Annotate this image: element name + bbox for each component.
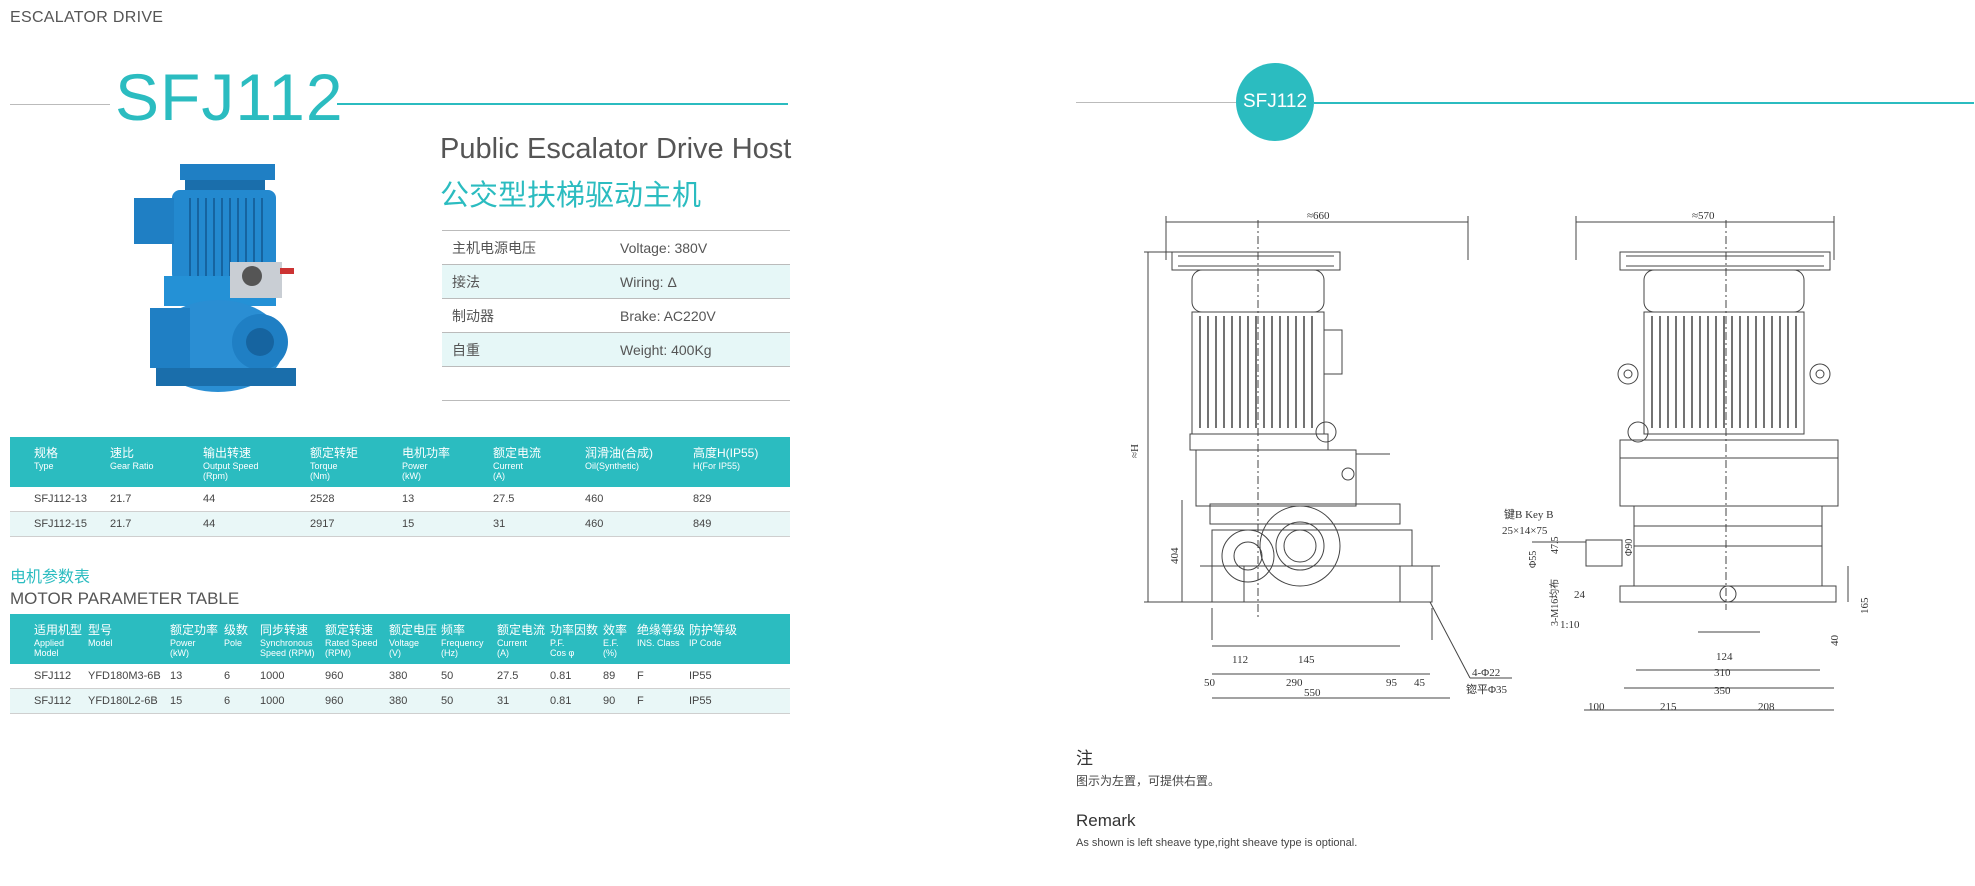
spec-label: 制动器	[452, 307, 494, 324]
dim-side-key-cn: 键B Key B	[1504, 507, 1554, 521]
subtitle-cn: 公交型扶梯驱动主机	[440, 180, 702, 212]
motor-title-cn: 电机参数表	[10, 569, 91, 586]
dim-side-40: 40	[1829, 635, 1841, 647]
col-header: 高度H(IP55)H(For IP55)	[693, 437, 790, 487]
dim-side-slope: 1:10	[1560, 619, 1580, 631]
dim-front-145: 145	[1298, 654, 1315, 666]
spec-value: Wiring: Δ	[620, 273, 677, 290]
dim-front-height: ≈H	[1129, 444, 1141, 458]
spec-table: 主机电源电压 Voltage: 380V 接法 Wiring: Δ 制动器 Brake…	[442, 230, 790, 401]
section-tag: ESCALATOR DRIVE	[10, 9, 164, 26]
dim-front-50: 50	[1204, 677, 1216, 689]
title-rule-left	[10, 104, 110, 105]
product-image	[134, 164, 296, 392]
technical-drawing: ≈660 ≈H 404	[1129, 210, 1871, 713]
right-rule-left	[1076, 102, 1236, 103]
dim-side-phi90: Φ90	[1624, 539, 1635, 556]
dim-side-phi55: Φ55	[1528, 551, 1539, 568]
note-text: 图示为左置，可提供右置。	[1076, 774, 1221, 788]
remark-title: Remark	[1076, 811, 1136, 830]
dim-side-124: 124	[1716, 651, 1733, 663]
dim-front-spotface: 锪平Φ35	[1466, 683, 1508, 696]
right-rule-right	[1314, 102, 1974, 104]
side-view: ≈570 键B Key B 25×14×75	[1502, 210, 1871, 713]
spec-value: Voltage: 380V	[620, 239, 708, 256]
front-view: ≈660 ≈H 404	[1129, 210, 1512, 699]
dim-front-width: ≈660	[1307, 210, 1330, 222]
dim-side-100: 100	[1588, 701, 1605, 713]
dim-front-112: 112	[1232, 654, 1248, 666]
spec-value: Weight: 400Kg	[620, 341, 712, 358]
spec-row-empty	[442, 367, 790, 401]
note-title: 注	[1076, 749, 1093, 768]
spec-row: 主机电源电压 Voltage: 380V	[442, 231, 790, 265]
dim-front-290: 290	[1286, 677, 1303, 689]
dim-front-holes: 4-Φ22	[1472, 667, 1500, 679]
dim-front-550: 550	[1304, 687, 1321, 699]
dim-side-width: ≈570	[1692, 210, 1715, 222]
spec-value: Brake: AC220V	[620, 307, 716, 324]
spec-row: 接法 Wiring: Δ	[442, 265, 790, 299]
dim-side-208: 208	[1758, 701, 1775, 713]
dim-side-350: 350	[1714, 685, 1731, 697]
dim-side-47-5: 47.5	[1550, 537, 1561, 555]
dim-front-95: 95	[1386, 677, 1398, 689]
spec-row: 自重 Weight: 400Kg	[442, 333, 790, 367]
spec-row: 制动器 Brake: AC220V	[442, 299, 790, 333]
spec-label: 自重	[452, 341, 480, 358]
remark-text: As shown is left sheave type,right sheav…	[1076, 837, 1358, 849]
dim-front-404: 404	[1169, 547, 1181, 564]
dim-front-45: 45	[1414, 677, 1426, 689]
model-badge: SFJ112	[1236, 63, 1314, 141]
dim-side-310: 310	[1714, 667, 1731, 679]
model-title: SFJ112	[115, 60, 344, 134]
dim-side-215: 215	[1660, 701, 1677, 713]
motor-title-en: MOTOR PARAMETER TABLE	[10, 589, 240, 608]
dim-side-165: 165	[1859, 597, 1871, 614]
title-rule-right	[337, 103, 788, 105]
dim-side-m16: 3-M16均布	[1549, 579, 1561, 626]
spec-label: 主机电源电压	[452, 239, 536, 256]
col-header: 润滑油(合成)Oil(Synthetic)	[585, 437, 693, 487]
dim-side-key-size: 25×14×75	[1502, 525, 1548, 537]
spec-label: 接法	[452, 273, 480, 290]
dim-side-24: 24	[1574, 589, 1586, 601]
subtitle-en: Public Escalator Drive Host	[440, 133, 792, 165]
